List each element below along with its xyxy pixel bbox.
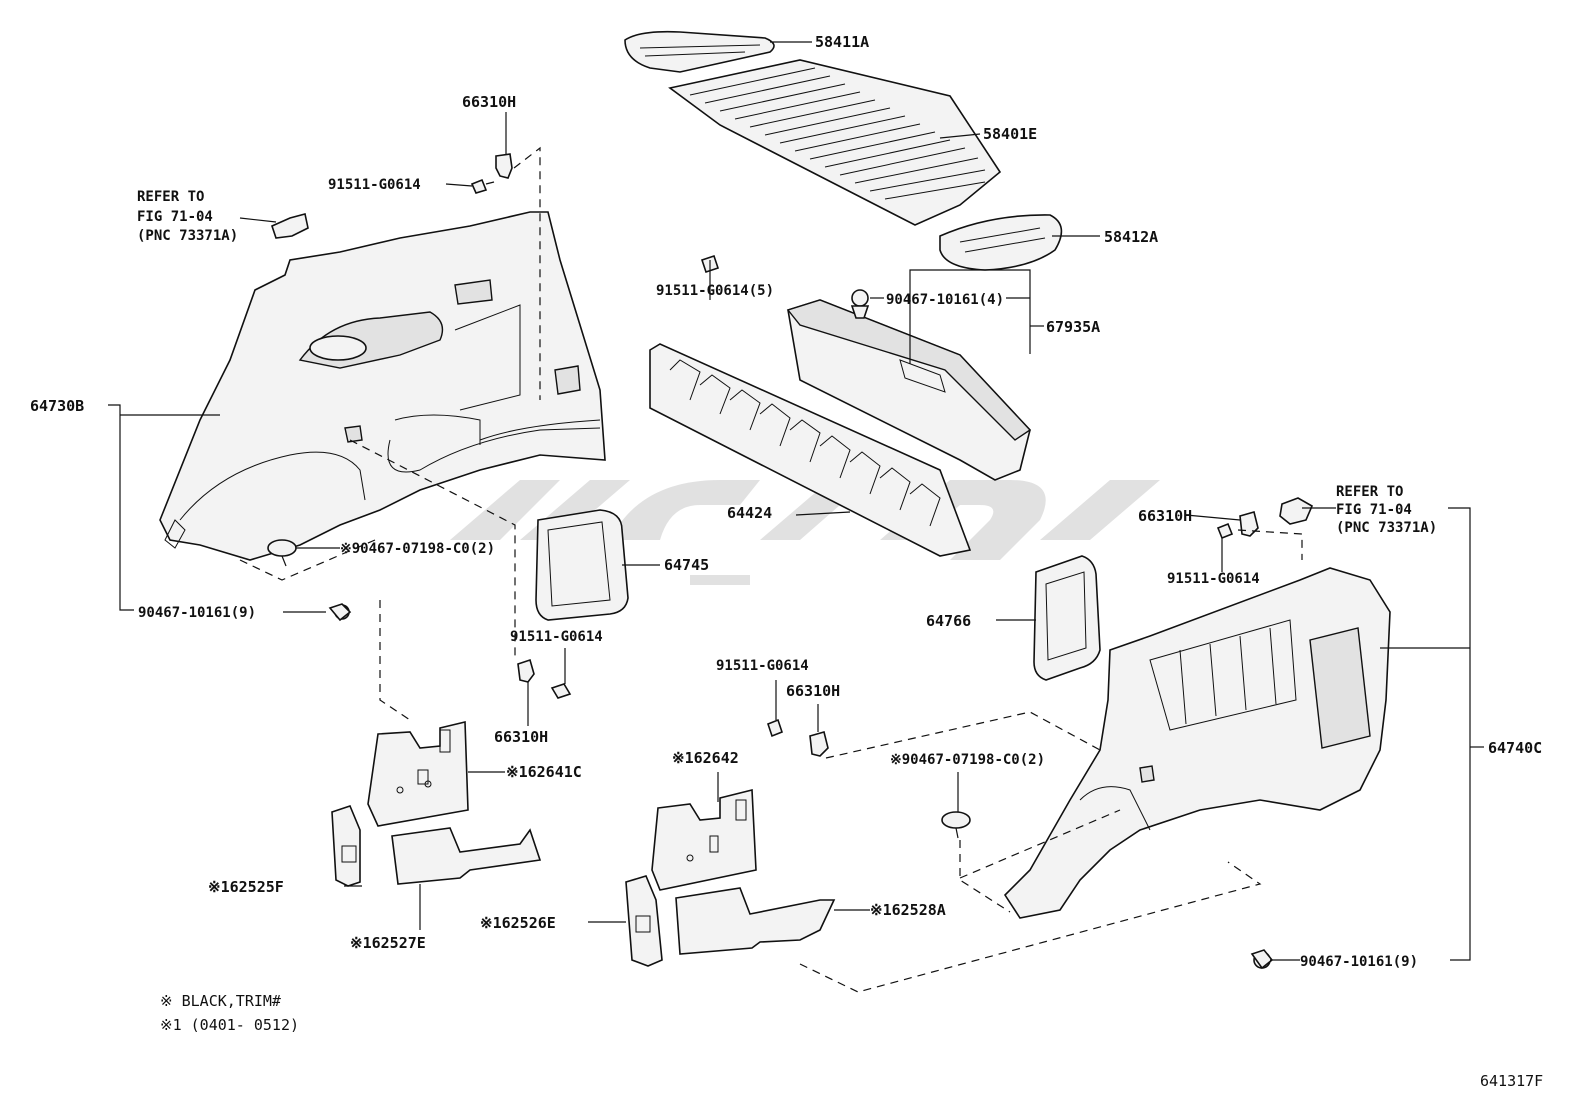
label-91511-mid: 91511-G0614	[510, 629, 603, 645]
screw-91511-top	[470, 178, 495, 194]
note-date-range: ※1 (0401- 0512)	[160, 1016, 299, 1034]
insulator-162526E	[625, 875, 663, 967]
clip-66310H-right	[1239, 511, 1259, 537]
clip-66310H-left-low	[517, 658, 535, 683]
floor-panel-58411A	[624, 30, 775, 73]
label-90467-4: 90467-10161(4)	[886, 292, 1004, 308]
figure-code: 641317F	[1480, 1072, 1543, 1090]
insulator-162641C	[367, 720, 469, 827]
insulator-162642	[651, 788, 757, 891]
label-refer-left-1: REFER TO	[137, 189, 204, 205]
clip-left-73371A	[271, 213, 309, 239]
quarter-trim-left-64730B	[159, 211, 606, 561]
label-64745: 64745	[664, 556, 709, 574]
floor-panel-58412A	[939, 214, 1063, 271]
label-64424: 64424	[727, 504, 772, 522]
note-black-trim: ※ BLACK,TRIM#	[160, 992, 281, 1010]
floor-board-58401E	[668, 59, 1002, 226]
screw-91511-left-low	[550, 683, 572, 699]
label-90467-9-right: 90467-10161(9)	[1300, 954, 1418, 970]
dashed-assembly-lines	[239, 146, 1303, 993]
insulator-162525F	[331, 805, 361, 887]
label-refer-left-2: FIG 71-04	[137, 209, 213, 225]
label-91511-top: 91511-G0614	[328, 177, 421, 193]
label-64740C: 64740C	[1488, 739, 1542, 757]
clip-90467-center	[850, 289, 870, 319]
label-64730B: 64730B	[30, 397, 84, 415]
label-91511-low: 91511-G0614	[716, 658, 809, 674]
label-58401E: 58401E	[983, 125, 1037, 143]
label-90467-9-left: 90467-10161(9)	[138, 605, 256, 621]
insulator-162527E	[391, 827, 542, 885]
label-64766: 64766	[926, 612, 971, 630]
label-91511-right: 91511-G0614	[1167, 571, 1260, 587]
clip-90467-10161-right	[1250, 949, 1274, 970]
label-66310H-low: 66310H	[786, 682, 840, 700]
label-66310H-mid: 66310H	[494, 728, 548, 746]
cover-64745	[535, 509, 629, 621]
label-58412A: 58412A	[1104, 228, 1158, 246]
label-refer-right-1: REFER TO	[1336, 484, 1403, 500]
quarter-trim-right-64740C	[1003, 567, 1391, 919]
label-162642: ※162642	[672, 749, 739, 767]
clip-right-73371A	[1279, 497, 1314, 525]
clip-90467-10161-left	[328, 603, 352, 622]
label-66310H-right: 66310H	[1138, 507, 1192, 525]
label-162527E: ※162527E	[350, 934, 426, 952]
sill-64424	[649, 343, 972, 557]
cap-90467-07198-left	[267, 539, 297, 567]
label-162525F: ※162525F	[208, 878, 284, 896]
plate-67935A	[786, 299, 1032, 481]
screw-91511-right	[1216, 522, 1234, 540]
leader-lines	[108, 41, 1484, 961]
label-58411A: 58411A	[815, 33, 869, 51]
label-67935A: 67935A	[1046, 318, 1100, 336]
label-90467-07198-left: ※90467-07198-C0(2)	[340, 541, 495, 557]
label-91511-5: 91511-G0614(5)	[656, 283, 774, 299]
label-refer-right-2: FIG 71-04	[1336, 502, 1412, 518]
label-refer-right-3: (PNC 73371A)	[1336, 520, 1437, 536]
label-162526E: ※162526E	[480, 914, 556, 932]
label-162528A: ※162528A	[870, 901, 946, 919]
label-162641C: ※162641C	[506, 763, 582, 781]
clip-66310H-mid	[809, 731, 829, 757]
screw-91511-low	[767, 718, 783, 738]
label-90467-07198-right: ※90467-07198-C0(2)	[890, 752, 1045, 768]
part-labels: 58411A 58401E 58412A 66310H 91511-G0614 …	[30, 33, 1543, 1090]
insulator-162528A	[675, 887, 836, 955]
label-refer-left-3: (PNC 73371A)	[137, 228, 238, 244]
label-66310H-top: 66310H	[462, 93, 516, 111]
cover-64766	[1033, 555, 1101, 681]
clip-66310H-top	[495, 153, 513, 179]
cap-90467-07198-right	[941, 811, 971, 839]
